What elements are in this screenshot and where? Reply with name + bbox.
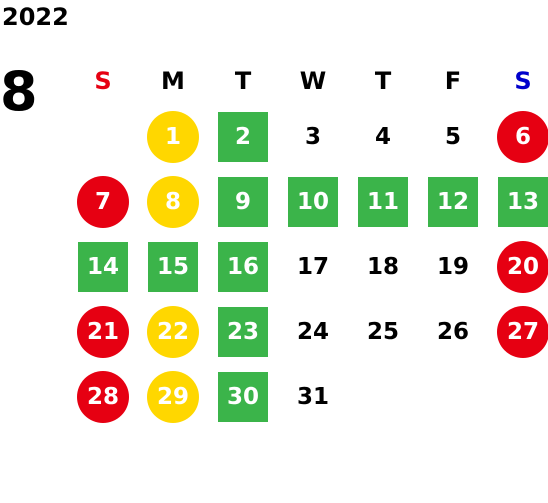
day-28: 28 (77, 370, 129, 423)
day-cell: 11 (348, 169, 418, 234)
day-18: 18 (366, 253, 399, 280)
day-cell: 18 (348, 234, 418, 299)
day-cell: 9 (208, 169, 278, 234)
day-cell: 27 (488, 299, 548, 364)
weekday-header: W (299, 67, 327, 95)
day-cell: 4 (348, 104, 418, 169)
day-22: 22 (147, 305, 199, 358)
day-1: 1 (147, 110, 199, 163)
month-label: 8 (0, 60, 38, 123)
day-cell: 22 (138, 299, 208, 364)
weekday-header: F (444, 67, 462, 95)
day-23: 23 (218, 306, 268, 357)
day-cell: 5 (418, 104, 488, 169)
day-16: 16 (218, 241, 268, 292)
day-cell: 20 (488, 234, 548, 299)
day-cell: 15 (138, 234, 208, 299)
day-cell: 10 (278, 169, 348, 234)
day-cell: 3 (278, 104, 348, 169)
day-21: 21 (77, 305, 129, 358)
day-cell: 16 (208, 234, 278, 299)
day-9: 9 (218, 176, 268, 227)
day-27: 27 (497, 305, 548, 358)
day-14: 14 (78, 241, 128, 292)
day-15: 15 (148, 241, 198, 292)
year-label: 2022 (2, 3, 69, 31)
day-cell: 13 (488, 169, 548, 234)
day-cell: 21 (68, 299, 138, 364)
day-6: 6 (497, 110, 548, 163)
day-cell: 25 (348, 299, 418, 364)
day-25: 25 (366, 318, 399, 345)
day-8: 8 (147, 175, 199, 228)
day-29: 29 (147, 370, 199, 423)
empty-cell (68, 104, 138, 169)
day-cell: 23 (208, 299, 278, 364)
weekday-header: M (161, 67, 185, 95)
day-11: 11 (358, 176, 408, 227)
day-cell: 28 (68, 364, 138, 429)
day-cell: 8 (138, 169, 208, 234)
weekday-header: S (94, 67, 112, 95)
day-3: 3 (304, 123, 321, 150)
day-cell: 2 (208, 104, 278, 169)
day-30: 30 (218, 371, 268, 422)
day-cell: 6 (488, 104, 548, 169)
day-2: 2 (218, 111, 268, 162)
day-24: 24 (296, 318, 329, 345)
day-cell: 26 (418, 299, 488, 364)
weekday-header: T (374, 67, 392, 95)
day-4: 4 (374, 123, 391, 150)
day-cell: 30 (208, 364, 278, 429)
day-13: 13 (498, 176, 548, 227)
day-31: 31 (296, 383, 329, 410)
day-cell: 12 (418, 169, 488, 234)
day-17: 17 (296, 253, 329, 280)
day-cell: 1 (138, 104, 208, 169)
day-cell: 24 (278, 299, 348, 364)
day-7: 7 (77, 175, 129, 228)
day-cell: 19 (418, 234, 488, 299)
weekday-header: T (234, 67, 252, 95)
day-cell: 31 (278, 364, 348, 429)
day-20: 20 (497, 240, 548, 293)
weekday-header: S (514, 67, 532, 95)
day-cell: 7 (68, 169, 138, 234)
day-26: 26 (436, 318, 469, 345)
day-19: 19 (436, 253, 469, 280)
day-cell: 14 (68, 234, 138, 299)
day-10: 10 (288, 176, 338, 227)
day-5: 5 (444, 123, 461, 150)
day-cell: 29 (138, 364, 208, 429)
day-cell: 17 (278, 234, 348, 299)
day-12: 12 (428, 176, 478, 227)
